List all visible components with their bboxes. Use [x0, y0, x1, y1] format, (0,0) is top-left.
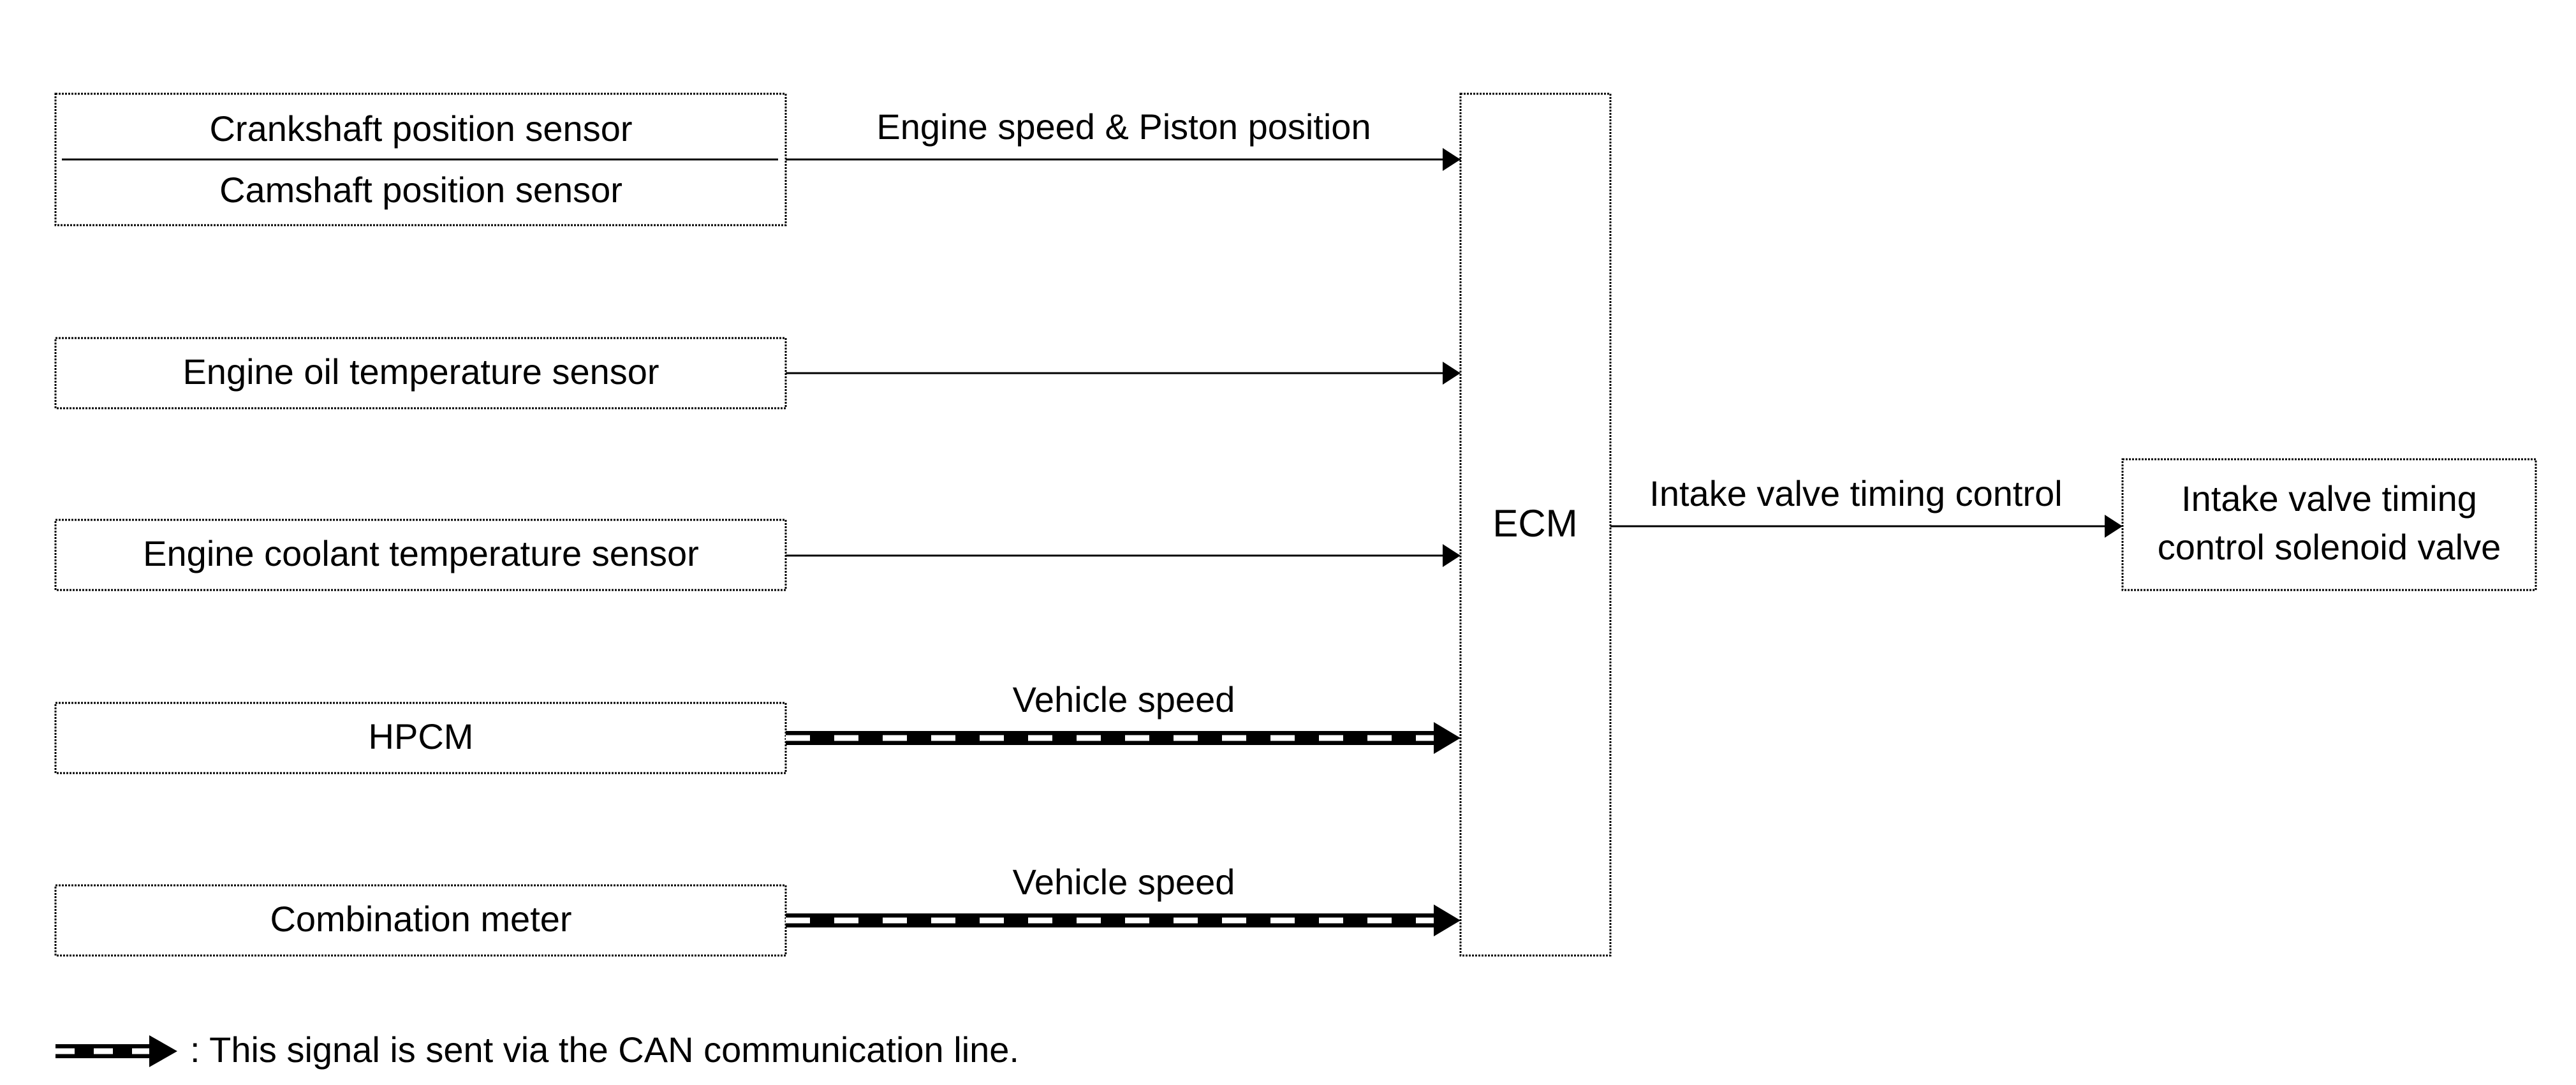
- crankshaft-sensor-label: Crankshaft position sensor: [209, 108, 632, 149]
- solenoid-label-line1: Intake valve timing: [2181, 478, 2477, 519]
- oil-temp-sensor-box: Engine oil temperature sensor: [54, 337, 787, 410]
- arrow-coolant-temp-to-ecm: [786, 544, 1461, 567]
- oil-temp-sensor-label: Engine oil temperature sensor: [182, 351, 659, 392]
- hpcm-label: HPCM: [369, 716, 474, 757]
- ecm-box: ECM: [1459, 92, 1612, 957]
- meter-vehicle-speed-label: Vehicle speed: [1013, 862, 1235, 902]
- combination-meter-box: Combination meter: [54, 884, 787, 957]
- crank-cam-sensor-box: Crankshaft position sensor Camshaft posi…: [54, 92, 787, 226]
- coolant-temp-sensor-box: Engine coolant temperature sensor: [54, 519, 787, 591]
- legend: : This signal is sent via the CAN commun…: [55, 1030, 1019, 1070]
- arrow-oil-temp-to-ecm: [786, 362, 1461, 385]
- arrow-crank-cam-to-ecm: Engine speed & Piston position: [786, 107, 1461, 171]
- can-line-legend-icon: [55, 1035, 177, 1067]
- camshaft-sensor-label: Camshaft position sensor: [219, 170, 622, 210]
- hpcm-vehicle-speed-label: Vehicle speed: [1013, 679, 1235, 720]
- solenoid-label-line2: control solenoid valve: [2158, 527, 2501, 567]
- coolant-temp-sensor-label: Engine coolant temperature sensor: [143, 533, 699, 573]
- combination-meter-label: Combination meter: [270, 899, 571, 939]
- can-arrow-hpcm-to-ecm: Vehicle speed: [786, 679, 1461, 754]
- solenoid-valve-box: Intake valve timing control solenoid val…: [2121, 458, 2537, 591]
- hpcm-box: HPCM: [54, 702, 787, 774]
- ecm-label: ECM: [1492, 502, 1577, 545]
- ivt-control-signal-label: Intake valve timing control: [1649, 473, 2062, 513]
- legend-text: : This signal is sent via the CAN commun…: [190, 1030, 1019, 1070]
- engine-speed-signal-label: Engine speed & Piston position: [876, 107, 1371, 147]
- arrow-ecm-to-solenoid: Intake valve timing control: [1610, 473, 2123, 538]
- can-arrow-meter-to-ecm: Vehicle speed: [786, 862, 1461, 936]
